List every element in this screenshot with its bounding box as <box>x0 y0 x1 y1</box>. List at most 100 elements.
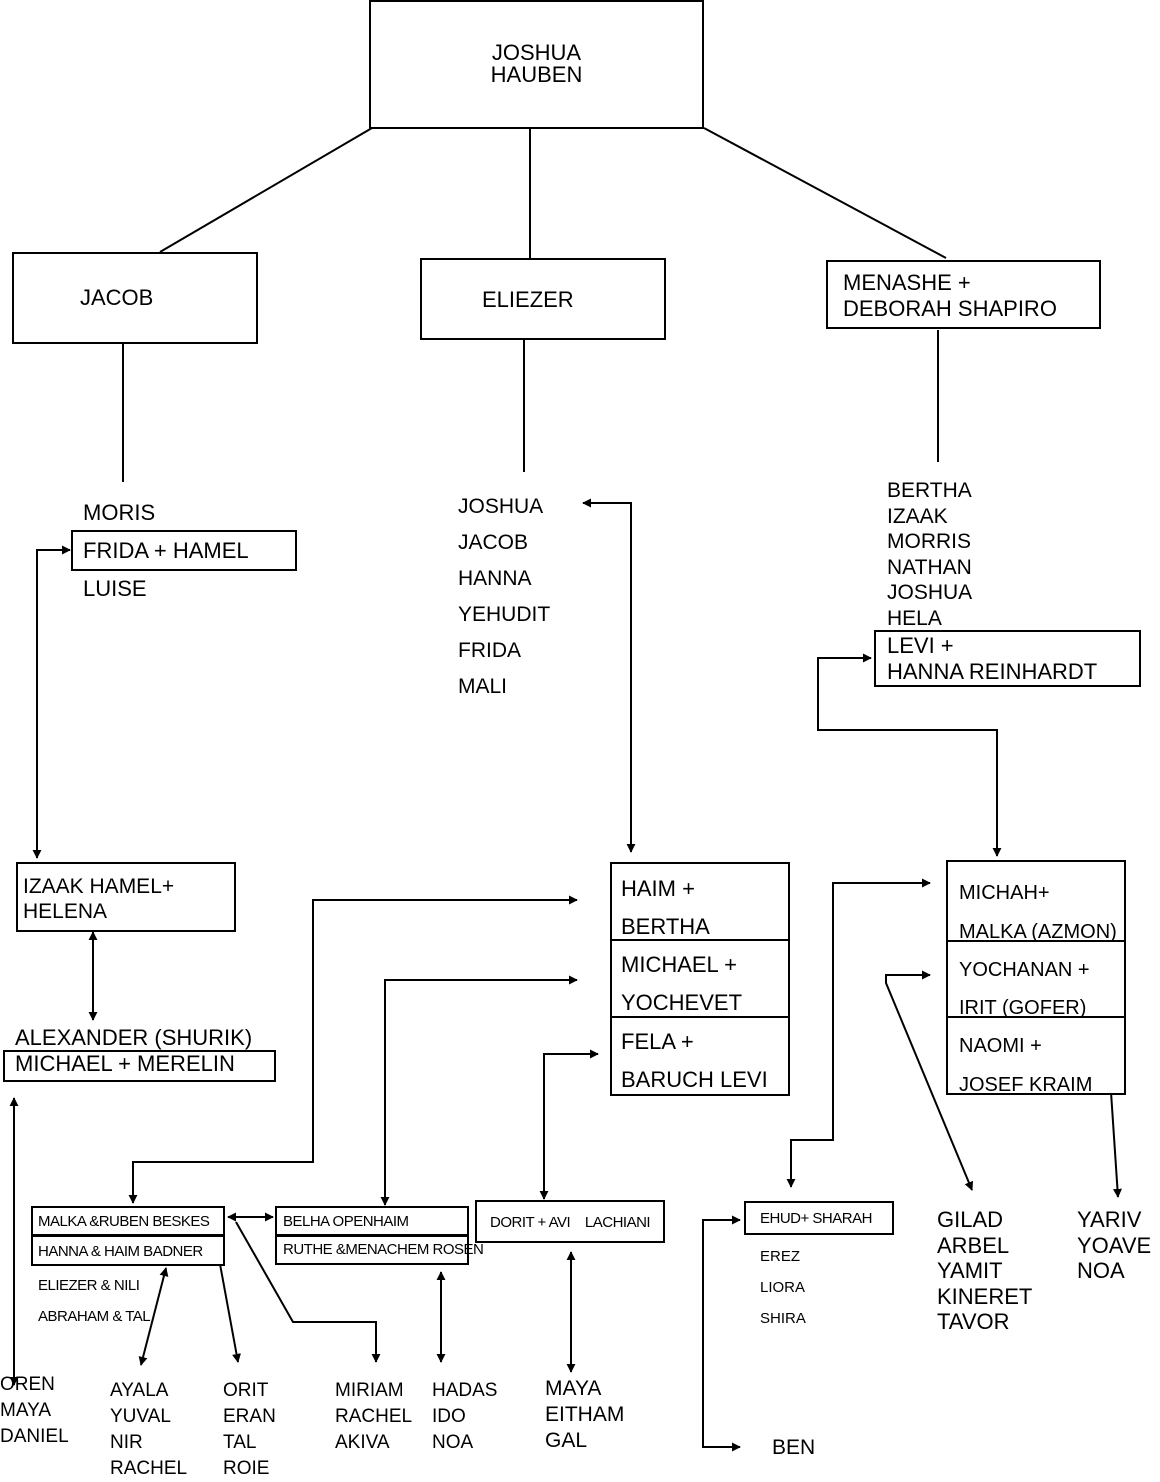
moris-label: MORIS <box>83 500 156 525</box>
michah-family-box <box>946 860 1126 1095</box>
ehud-children-list: EREZ LIORA SHIRA <box>760 1241 806 1334</box>
list-item: ARBEL <box>937 1232 1010 1258</box>
list-item: BERTHA <box>887 479 972 502</box>
naomi-josef-label: NAOMI + JOSEF KRAIM <box>959 1035 1093 1096</box>
list-item: EITHAM <box>545 1403 625 1426</box>
list-item: YEHUDIT <box>458 603 551 626</box>
haim-beskes-arrow <box>128 895 578 1204</box>
rosen-label: RUTHE &MENACHEM ROSEN <box>283 1241 484 1258</box>
orit-list: ORIT ERAN TAL ROIE <box>223 1378 276 1482</box>
fela-dorit-arrow <box>539 1049 599 1200</box>
dorit-box <box>475 1200 665 1243</box>
menashe-box <box>826 260 1101 329</box>
menashe-label: MENASHE + DEBORAH SHAPIRO <box>843 270 1057 321</box>
hadas-list: HADAS IDO NOA <box>432 1378 497 1456</box>
list-item: RACHEL <box>335 1406 413 1427</box>
list-item: YOAVE <box>1077 1232 1152 1258</box>
ehud-box <box>744 1201 894 1235</box>
izaak-box <box>16 862 236 932</box>
menashe-children-list: BERTHA IZAAK MORRIS NATHAN JOSHUA HELA <box>887 478 972 632</box>
divider <box>947 940 1125 942</box>
alexander-label: ALEXANDER (SHURIK) <box>15 1025 253 1050</box>
list-item: TAVOR <box>937 1309 1010 1335</box>
list-item: ERAN <box>223 1406 276 1427</box>
gilad-list: GILAD ARBEL YAMIT KINERET TAVOR <box>937 1207 1032 1335</box>
michael-merelin-label: MICHAEL + MERELIN <box>15 1051 235 1076</box>
list-item: GAL <box>545 1429 588 1452</box>
frida-hamel-box <box>71 530 297 571</box>
haim-bertha-label: HAIM + BERTHA <box>621 876 710 939</box>
list-item: IZAAK <box>887 504 948 528</box>
list-item: HANNA <box>458 567 532 590</box>
list-item: JOSHUA <box>887 581 973 605</box>
frida-izaak-arrow <box>32 545 71 859</box>
root-to-menashe-line <box>703 127 947 259</box>
yochanan-gilad-arrow <box>885 970 974 1191</box>
divider <box>611 1016 789 1018</box>
divider <box>947 1016 1125 1018</box>
ehud-label: EHUD+ SHARAH <box>760 1210 872 1227</box>
badner-ayala-arrow <box>138 1267 169 1366</box>
root-to-jacob-line <box>159 127 373 253</box>
list-item: HELA <box>887 606 942 630</box>
list-item: KINERET <box>937 1283 1033 1309</box>
list-item: GILAD <box>937 1207 1004 1232</box>
list-item: MIRIAM <box>335 1380 404 1401</box>
divider <box>611 939 789 941</box>
list-item: NOA <box>1077 1258 1125 1284</box>
eliezer-box <box>420 258 666 340</box>
list-item: JACOB <box>458 531 529 554</box>
list-item: AYALA <box>110 1380 169 1401</box>
rosen-box <box>275 1235 469 1265</box>
list-item: OREN <box>0 1374 55 1395</box>
badner-label: HANNA & HAIM BADNER <box>38 1243 203 1260</box>
frida-hamel-label: FRIDA + HAMEL <box>83 538 249 563</box>
list-item: AKIVA <box>335 1432 390 1453</box>
badner-box <box>31 1235 225 1266</box>
list-item: YARIV <box>1077 1207 1142 1232</box>
list-item: YUVAL <box>110 1406 171 1427</box>
abraham-tal-label: ABRAHAM & TAL <box>38 1308 151 1325</box>
list-item: ROIE <box>223 1458 270 1479</box>
list-item: TAL <box>223 1432 257 1453</box>
list-item: ORIT <box>223 1380 269 1401</box>
joshua-haim-arrow <box>582 498 636 853</box>
list-item: MAYA <box>0 1400 52 1421</box>
list-item: RACHEL <box>110 1458 188 1479</box>
maya-list: MAYA EITHAM GAL <box>545 1376 624 1454</box>
ehud-ben-arrow <box>702 1215 741 1452</box>
list-item: HADAS <box>432 1380 498 1401</box>
belha-label: BELHA OPENHAIM <box>283 1213 409 1230</box>
luise-label: LUISE <box>83 576 147 601</box>
list-item: NIR <box>110 1432 143 1453</box>
ben-label: BEN <box>772 1436 816 1459</box>
list-item: MAYA <box>545 1377 602 1400</box>
root-person-name: JOSHUA HAUBEN <box>490 40 583 87</box>
list-item: YAMIT <box>937 1258 1003 1284</box>
ayala-list: AYALA YUVAL NIR RACHEL <box>110 1378 187 1482</box>
yochanan-irit-label: YOCHANAN + IRIT (GOFER) <box>959 959 1090 1019</box>
levi-michah-arrow <box>817 653 1002 857</box>
levi-label: LEVI + HANNA REINHARDT <box>887 633 1098 684</box>
list-item: LIORA <box>760 1279 806 1296</box>
eliezer-nili-label: ELIEZER & NILI <box>38 1277 140 1294</box>
beskes-miriam-arrow <box>235 1221 381 1363</box>
list-item: MORRIS <box>887 530 971 554</box>
oren-list: OREN MAYA DANIEL <box>0 1372 69 1450</box>
jacob-label: JACOB <box>80 285 154 310</box>
list-item: EREZ <box>760 1248 801 1265</box>
haim-family-box <box>610 862 790 1096</box>
michael-merelin-box <box>3 1050 276 1082</box>
list-item: FRIDA <box>458 639 521 662</box>
izaak-label: IZAAK HAMEL+ HELENA <box>23 875 175 923</box>
miriam-list: MIRIAM RACHEL AKIVA <box>335 1378 412 1456</box>
fela-baruch-label: FELA + BARUCH LEVI <box>621 1029 768 1092</box>
michael-yochevet-label: MICHAEL + YOCHEVET <box>621 952 743 1015</box>
list-item: JOSHUA <box>458 495 544 518</box>
list-item: NATHAN <box>887 555 972 579</box>
list-item: NOA <box>432 1432 474 1453</box>
list-item: DANIEL <box>0 1426 69 1447</box>
list-item: IDO <box>432 1406 466 1427</box>
eliezer-children-list: JOSHUA JACOB HANNA YEHUDIT FRIDA MALI <box>458 489 550 705</box>
